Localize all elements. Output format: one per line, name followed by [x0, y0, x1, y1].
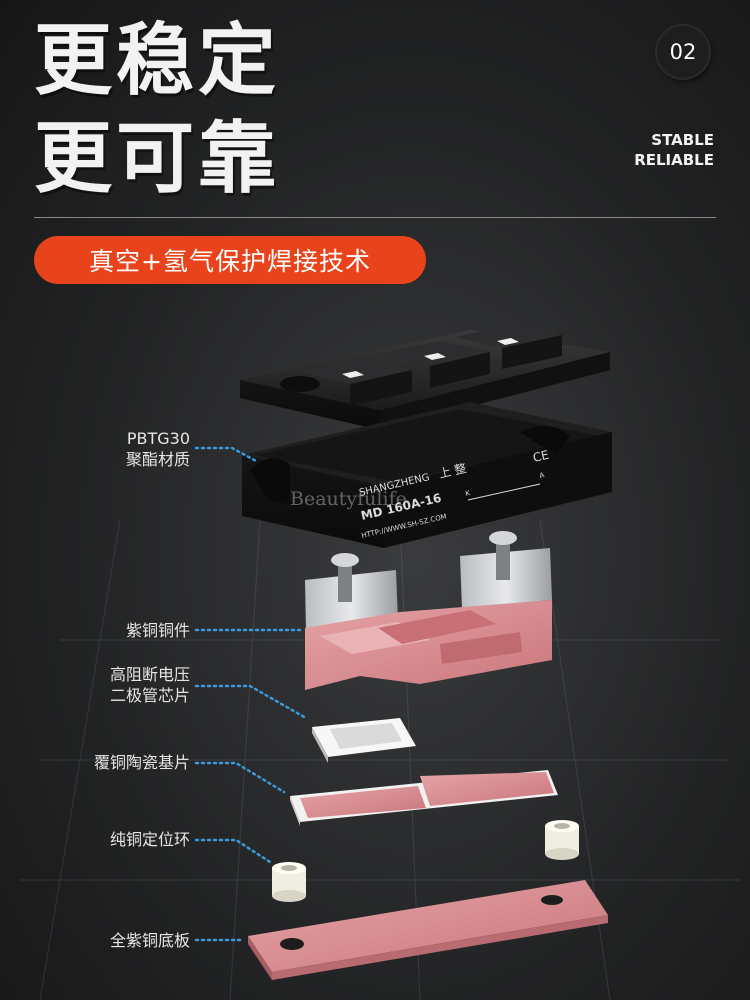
- callout-line-substrate: [194, 761, 286, 794]
- headline-line-1: 更稳定: [34, 16, 281, 106]
- callout-chip: 高阻断电压 二极管芯片: [110, 664, 190, 706]
- callout-copper-line-1: 紫铜铜件: [125, 621, 190, 640]
- subtitle-en-line-1: STABLE: [651, 131, 714, 149]
- callout-line-housing: [194, 446, 260, 464]
- headline-line-2: 更可靠: [34, 114, 281, 204]
- callout-base: 全紫铜底板: [110, 930, 190, 951]
- module-housing: SHANGZHENG 上 整 MD 160A-16 HTTP://WWW.SH-…: [242, 402, 612, 548]
- subtitle-en: STABLE RELIABLE: [634, 130, 714, 170]
- callout-chip-line-1: 高阻断电压: [109, 665, 190, 684]
- callout-chip-line-2: 二极管芯片: [109, 686, 190, 705]
- positioning-ring-left: [272, 862, 306, 902]
- callout-lines: [194, 446, 308, 942]
- copper-terminals: [305, 531, 552, 690]
- positioning-ring-right: [545, 820, 579, 860]
- callout-substrate-line-1: 覆铜陶瓷基片: [93, 753, 190, 772]
- callout-line-chip: [194, 684, 308, 720]
- callout-housing: PBTG30 聚酯材质: [126, 428, 190, 470]
- callout-housing-line-2: 聚酯材质: [125, 450, 190, 469]
- callout-base-line-1: 全紫铜底板: [109, 931, 190, 950]
- page-number-badge: 02: [657, 26, 709, 78]
- copper-base-plate: [248, 880, 608, 980]
- diode-chip: [312, 718, 416, 763]
- callout-substrate: 覆铜陶瓷基片: [94, 752, 190, 773]
- housing-terminal-k: K: [465, 489, 472, 498]
- ceramic-substrate: [290, 770, 558, 826]
- callout-line-ring: [194, 838, 272, 864]
- callout-housing-line-1: PBTG30: [126, 429, 190, 448]
- housing-brand-cn: 上 整: [437, 460, 467, 481]
- subtitle-en-line-2: RELIABLE: [634, 151, 714, 169]
- watermark: Beautyfulife: [290, 488, 407, 510]
- feature-pill: 真空+氢气保护焊接技术: [34, 236, 426, 284]
- callout-copper: 紫铜铜件: [126, 620, 190, 641]
- header-divider: [34, 217, 716, 218]
- housing-ce-mark: CE: [532, 448, 551, 465]
- callout-ring-line-1: 纯铜定位环: [109, 830, 190, 849]
- housing-terminal-a: A: [539, 471, 546, 480]
- callout-ring: 纯铜定位环: [110, 829, 190, 850]
